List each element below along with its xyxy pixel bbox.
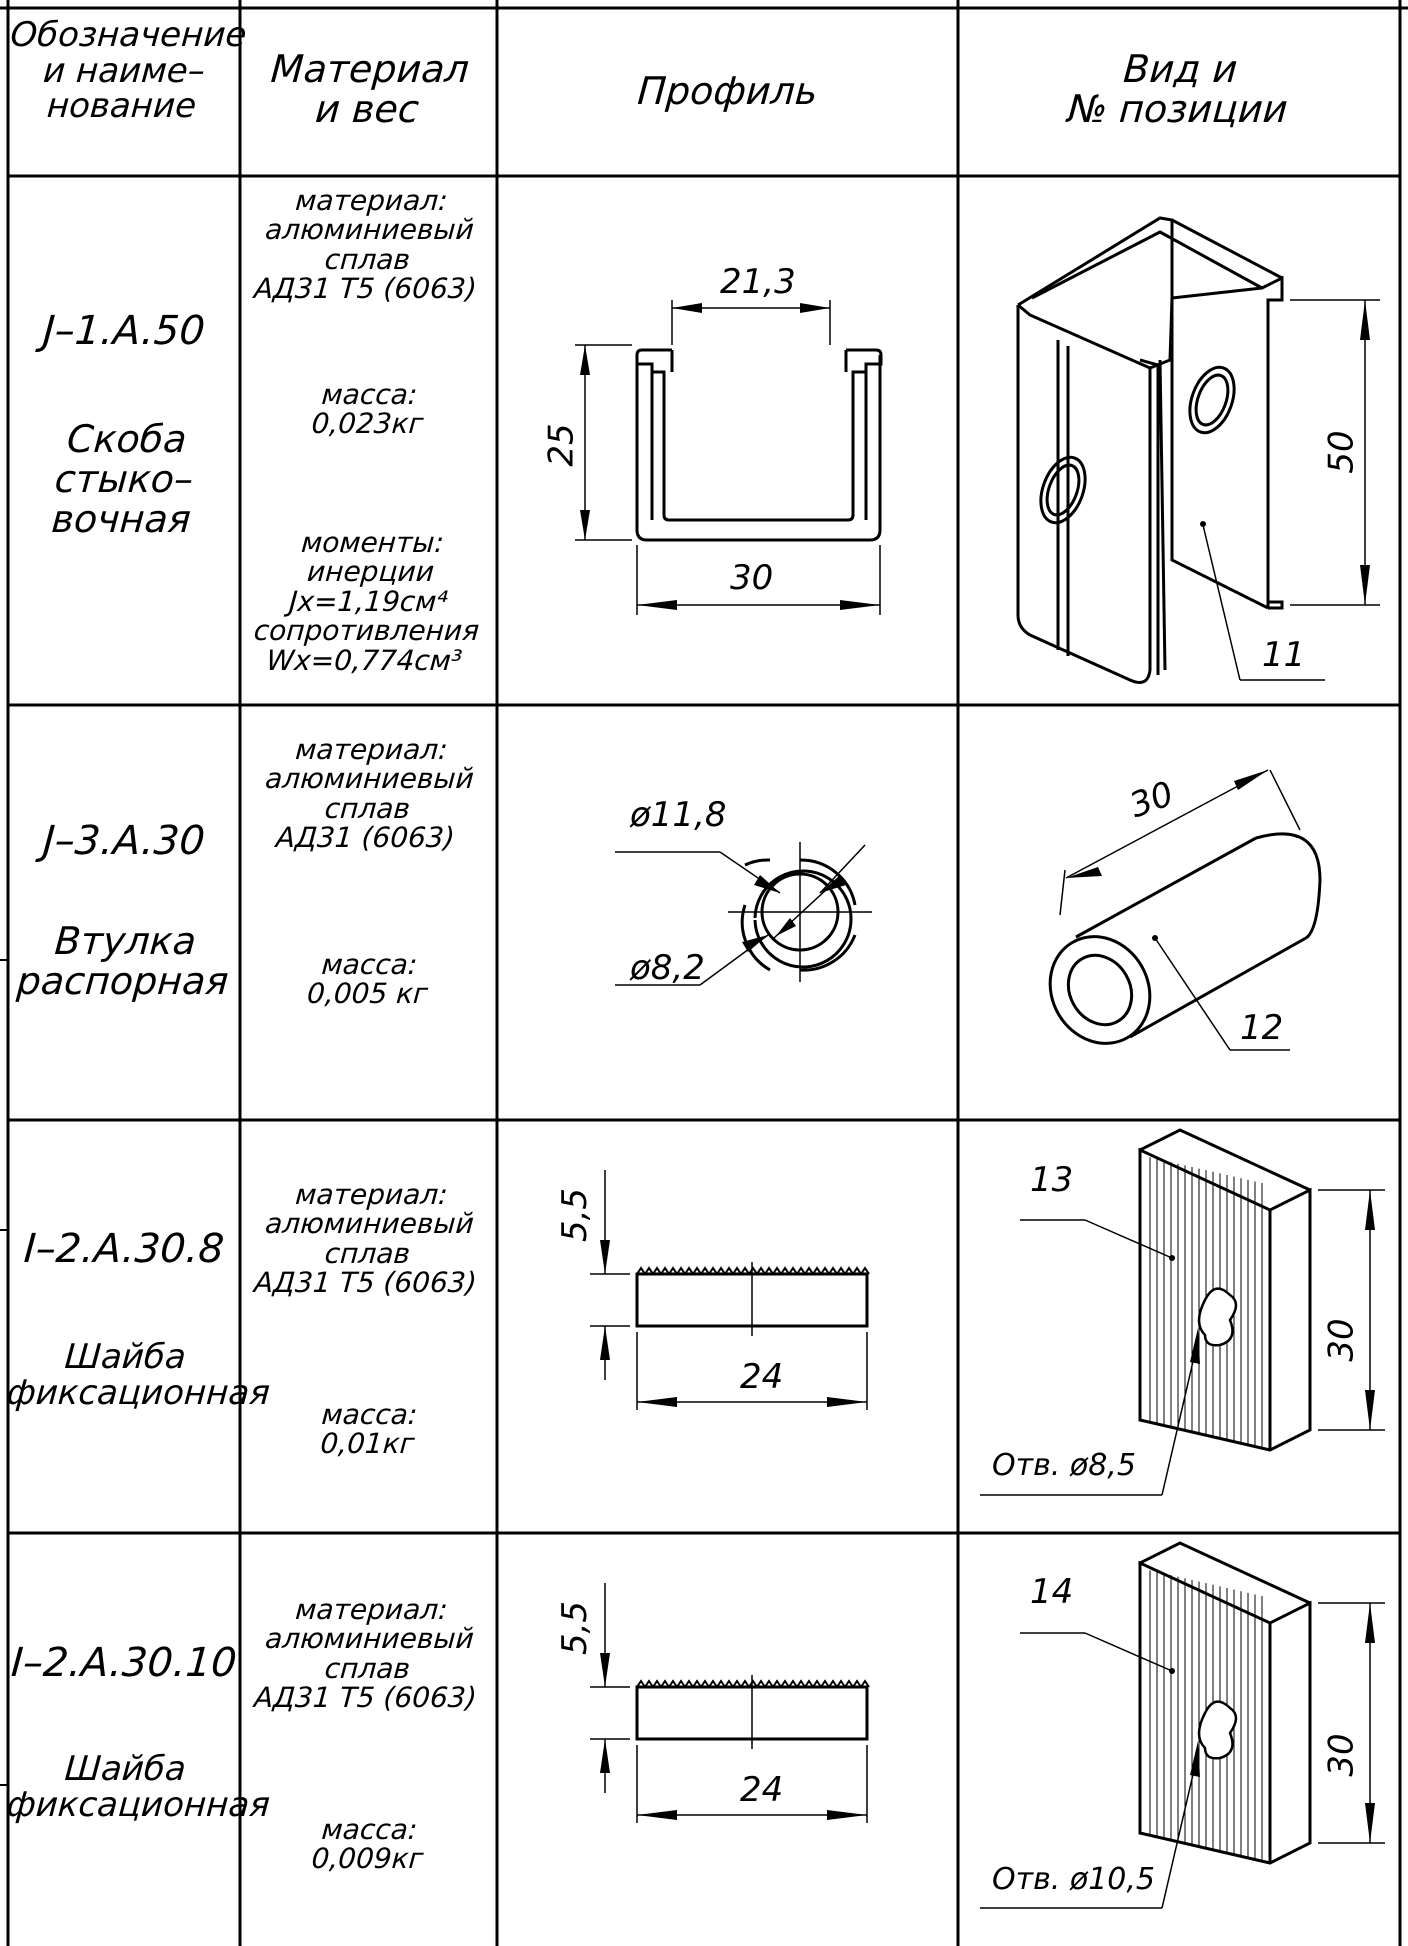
row4-dim-thickness: 5,5 xyxy=(555,1600,596,1656)
row2-dim-inner: ø8,2 xyxy=(630,948,705,988)
row3-view-height: 30 xyxy=(1321,1318,1362,1362)
row2-position: 12 xyxy=(1240,1008,1284,1048)
row1-position: 11 xyxy=(1262,635,1306,675)
row4-view-height: 30 xyxy=(1321,1733,1362,1777)
washer-set-2 xyxy=(590,1541,1385,1909)
washer-set-1 xyxy=(590,1128,1385,1496)
row3-hole: Отв. ø8,5 xyxy=(992,1448,1136,1483)
row4-hole: Отв. ø10,5 xyxy=(992,1862,1155,1897)
row1-dim-top: 21,3 xyxy=(720,262,796,302)
row3-dim-width: 24 xyxy=(740,1357,784,1397)
row2-dim-outer: ø11,8 xyxy=(630,795,727,835)
row1-dim-width: 30 xyxy=(730,558,774,598)
row4-position: 14 xyxy=(1030,1572,1074,1612)
row3-dim-thickness: 5,5 xyxy=(555,1187,596,1243)
row3-position: 13 xyxy=(1030,1160,1074,1200)
row4-dim-width: 24 xyxy=(740,1770,784,1810)
